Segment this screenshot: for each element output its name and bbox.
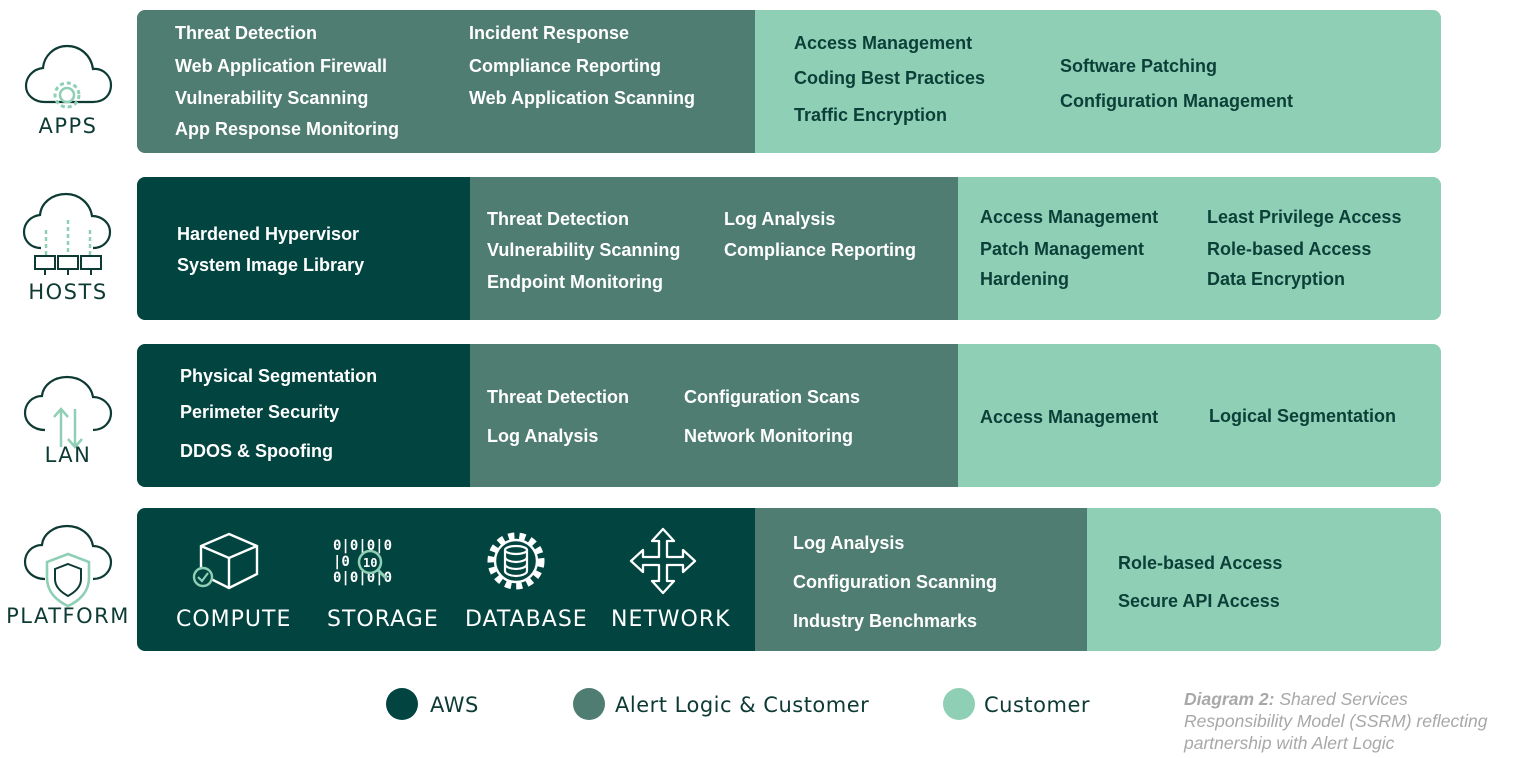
item: Endpoint Monitoring [487,272,663,292]
item: System Image Library [177,255,365,275]
segment-customer: Access Management Logical Segmentation [958,344,1441,487]
layer-label-lan: LAN [44,443,92,467]
legend-swatch-alert-logic-customer [573,688,605,720]
item: Access Management [980,207,1159,227]
item: Threat Detection [175,23,318,43]
svg-text:0|0|0|0: 0|0|0|0 [333,570,392,586]
item: Physical Segmentation [180,366,378,386]
row-apps: Threat Detection Web Application Firewal… [137,10,1441,153]
segment-customer: Access Management Patch Management Harde… [958,177,1441,320]
item: Hardened Hypervisor [177,224,360,244]
platform-label-network: NETWORK [611,607,731,632]
item: Web Application Firewall [175,56,388,76]
segment-alert-logic-customer: Threat Detection Vulnerability Scanning … [470,177,958,320]
segment-alert-logic-customer: Threat Detection Web Application Firewal… [137,10,755,153]
caption-text: Shared Services Responsibility Model (SS… [1184,689,1488,753]
item: Log Analysis [793,533,905,553]
segment-alert-logic-customer: Log Analysis Configuration Scanning Indu… [755,508,1087,651]
row-lan: Physical Segmentation Perimeter Security… [137,344,1441,487]
legend-label-aws: AWS [430,693,479,717]
layer-apps: APPS [0,40,136,138]
layer-label-platform: PLATFORM [6,604,130,628]
item: Access Management [794,33,973,53]
item: Software Patching [1060,56,1218,76]
caption-bold: Diagram 2: [1184,689,1275,709]
legend-label-alert-logic-customer: Alert Logic & Customer [615,693,870,717]
segment-aws: Hardened Hypervisor System Image Library [137,177,470,320]
item: Log Analysis [724,209,836,229]
layer-platform: PLATFORM [0,524,136,628]
item: Access Management [980,407,1159,427]
cloud-gear-icon [24,44,113,109]
item: Coding Best Practices [794,68,986,88]
item: Perimeter Security [180,402,340,422]
platform-label-compute: COMPUTE [176,607,292,632]
layer-label-apps: APPS [38,114,98,138]
segment-customer: Role-based Access Secure API Access [1087,508,1441,651]
item: Compliance Reporting [469,56,662,76]
item: Least Privilege Access [1207,207,1402,227]
item: Logical Segmentation [1209,406,1397,426]
cloud-servers-icon [22,192,112,275]
segment-aws: Physical Segmentation Perimeter Security… [137,344,470,487]
item: Vulnerability Scanning [175,88,369,108]
item: Traffic Encryption [794,105,948,125]
svg-text:0|0|0|0: 0|0|0|0 [333,538,392,554]
legend-label-customer: Customer [984,693,1091,717]
item: Web Application Scanning [469,88,696,108]
item: Role-based Access [1207,239,1372,259]
row-hosts: Hardened Hypervisor System Image Library… [137,177,1441,320]
layer-lan: LAN [0,375,136,467]
item: Compliance Reporting [724,240,917,260]
item: Role-based Access [1118,553,1283,573]
svg-text:10: 10 [363,556,377,570]
item: Secure API Access [1118,591,1280,611]
item: Hardening [980,269,1070,289]
cube-icon [191,530,261,597]
item: Configuration Management [1060,91,1293,111]
item: Threat Detection [487,209,630,229]
row-platform: COMPUTE 0|0|0|0 |0 0| 0|0|0|0 10 STORAGE [137,508,1441,651]
cloud-arrows-icon [23,375,113,449]
legend-swatch-customer [943,688,975,720]
cloud-shield-icon [23,524,113,608]
platform-label-database: DATABASE [465,607,588,632]
segment-aws: COMPUTE 0|0|0|0 |0 0| 0|0|0|0 10 STORAGE [137,508,755,651]
item: DDOS & Spoofing [180,441,333,461]
segment-alert-logic-customer: Threat Detection Log Analysis Configurat… [470,344,958,487]
platform-label-storage: STORAGE [327,607,439,632]
item: App Response Monitoring [175,119,399,139]
item: Industry Benchmarks [793,611,978,631]
item: Configuration Scanning [793,572,997,592]
arrows-cross-icon [628,526,698,601]
item: Threat Detection [487,387,630,407]
database-gear-icon [481,528,551,599]
item: Log Analysis [487,426,599,446]
item: Configuration Scans [684,387,861,407]
legend-swatch-aws [386,688,418,720]
item: Incident Response [469,23,630,43]
layer-label-hosts: HOSTS [28,280,108,304]
segment-customer: Access Management Coding Best Practices … [755,10,1441,153]
item: Vulnerability Scanning [487,240,681,260]
binary-search-icon: 0|0|0|0 |0 0| 0|0|0|0 10 [333,536,407,591]
diagram-caption: Diagram 2: Shared Services Responsibilit… [1184,688,1514,754]
item: Data Encryption [1207,269,1346,289]
item: Patch Management [980,239,1145,259]
layer-hosts: HOSTS [0,192,136,304]
item: Network Monitoring [684,426,853,446]
